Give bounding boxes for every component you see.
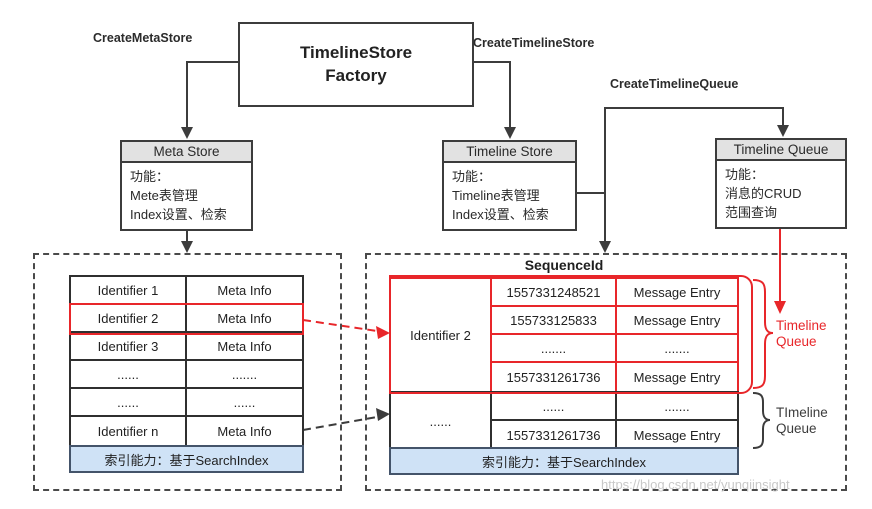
- timeline-queue-title: Timeline Queue: [715, 138, 847, 161]
- identifier-cell: Identifier 2: [391, 279, 492, 391]
- timeline-store-line: Timeline表管理: [452, 187, 540, 203]
- table-cell: .......: [617, 335, 737, 363]
- timeline-store-body: 功能： Timeline表管理 Index设置、检索: [442, 163, 577, 231]
- table-cell: ......: [492, 393, 617, 421]
- factory-to-timelinestore-line: [470, 61, 511, 127]
- table-cell: Identifier 2: [71, 305, 187, 333]
- table-cell: Message Entry: [617, 307, 737, 335]
- timeline-queue-black-label: TImeline Queue: [776, 405, 828, 437]
- sequence-table-group-others: ...... ...... ....... 1557331261736 Mess…: [389, 391, 739, 449]
- table-cell: Message Entry: [617, 363, 737, 391]
- black-brace-icon: [752, 392, 771, 449]
- factory-to-metastore-line: [186, 61, 238, 127]
- arrow-down-red-icon: [774, 301, 786, 314]
- timeline-queue-line: 功能：: [725, 167, 765, 182]
- timelinestore-branch-line: [577, 107, 784, 241]
- arrow-down-timelinestore-icon: [504, 127, 516, 139]
- arrow-down-metatable-icon: [181, 241, 193, 253]
- factory-title-line2: Factory: [325, 65, 387, 85]
- table-cell: ......: [71, 361, 187, 389]
- table-cell: ......: [71, 389, 187, 417]
- table-cell: .......: [187, 361, 302, 389]
- timeline-queue-box: Timeline Queue 功能： 消息的CRUD 范围查询: [715, 138, 847, 229]
- meta-table: Identifier 1 Meta Info Identifier 2 Meta…: [69, 275, 304, 447]
- arrow-down-timelinequeue-icon: [777, 125, 789, 137]
- meta-table-region: [33, 253, 342, 491]
- timeline-queue-body: 功能： 消息的CRUD 范围查询: [715, 161, 847, 229]
- arrow-right-black-icon: [376, 408, 390, 421]
- timeline-store-box: Timeline Store 功能： Timeline表管理 Index设置、检…: [442, 140, 577, 231]
- meta-store-body: 功能： Mete表管理 Index设置、检索: [120, 163, 253, 231]
- arrow-right-red-icon: [376, 326, 390, 339]
- identifier-cell: ......: [391, 393, 492, 449]
- arrow-down-sequence-region-icon: [599, 241, 611, 253]
- timeline-store-line: 功能：: [452, 169, 492, 184]
- table-cell: Meta Info: [187, 417, 302, 445]
- watermark-text: https://blog.csdn.net/yunqiinsight: [601, 477, 790, 492]
- table-cell: Message Entry: [617, 279, 737, 307]
- edge-label-create-meta-store: CreateMetaStore: [93, 31, 193, 45]
- meta-store-line: Index设置、检索: [130, 206, 227, 222]
- table-cell: 1557331248521: [492, 279, 617, 307]
- timeline-queue-red-label: Timeline Queue: [776, 318, 827, 350]
- table-cell: Identifier n: [71, 417, 187, 445]
- sequence-table-region: [365, 253, 847, 491]
- table-cell: Identifier 3: [71, 333, 187, 361]
- red-brace-icon: [752, 279, 774, 389]
- table-cell: Identifier 1: [71, 277, 187, 305]
- meta-table-footer: 索引能力：基于SearchIndex: [69, 445, 304, 473]
- sequence-table-footer: 索引能力：基于SearchIndex: [389, 447, 739, 475]
- table-cell: 1557331261736: [492, 421, 617, 449]
- table-cell: Message Entry: [617, 421, 737, 449]
- timeline-store-line: Index设置、检索: [452, 206, 549, 222]
- meta-store-title: Meta Store: [120, 140, 253, 163]
- factory-title-line1: TimelineStore: [299, 42, 413, 62]
- timeline-queue-red-label-line: Timeline: [776, 318, 827, 333]
- table-cell: .......: [617, 393, 737, 421]
- table-cell: Meta Info: [187, 277, 302, 305]
- edge-label-create-timeline-store: CreateTimelineStore: [473, 36, 595, 50]
- timeline-queue-red-label-line: Queue: [776, 334, 817, 350]
- table-cell: Meta Info: [187, 333, 302, 361]
- timeline-queue-line: 消息的CRUD: [725, 185, 802, 201]
- arrow-down-metastore-icon: [181, 127, 193, 139]
- timeline-queue-black-label-line: Queue: [776, 421, 817, 437]
- sequence-table-title: SequenceId: [524, 257, 604, 273]
- timeline-store-title: Timeline Store: [442, 140, 577, 163]
- timeline-queue-line: 范围查询: [725, 204, 778, 220]
- table-cell: ......: [187, 389, 302, 417]
- table-cell: 1557331261736: [492, 363, 617, 391]
- table-cell: .......: [492, 335, 617, 363]
- sequence-table-group-identifier2: Identifier 2 1557331248521 Message Entry…: [389, 277, 739, 393]
- table-cell: 155733125833: [492, 307, 617, 335]
- meta-store-line: 功能：: [130, 169, 170, 184]
- meta-store-box: Meta Store 功能： Mete表管理 Index设置、检索: [120, 140, 253, 231]
- table-cell: Meta Info: [187, 305, 302, 333]
- timelinestore-factory-box: TimelineStore Factory: [238, 22, 474, 107]
- edge-label-create-timeline-queue: CreateTimelineQueue: [610, 77, 739, 91]
- meta-store-line: Mete表管理: [130, 187, 198, 203]
- timeline-queue-black-label-line: TImeline: [776, 405, 828, 420]
